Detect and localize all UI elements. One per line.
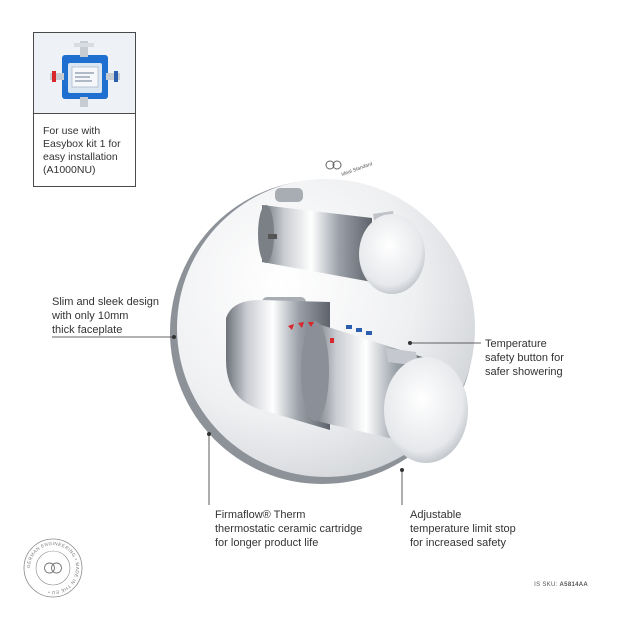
- shower-symbol-icon: [268, 234, 277, 239]
- cartridge-callout: Firmaflow® Therm thermostatic ceramic ca…: [215, 509, 363, 549]
- brand-name: Ideal Standard: [341, 161, 374, 178]
- easybox-right-pipe: [106, 73, 120, 80]
- german-engineering-badge: GERMAN ENGINEERING • MADE IN THE EU •: [23, 538, 83, 598]
- easybox-inset: For use with Easybox kit 1 for easy inst…: [33, 32, 136, 187]
- limit-stop-callout: Adjustable temperature limit stop for in…: [410, 509, 516, 549]
- easybox-top-pipe: [80, 41, 88, 57]
- diverter-lever: [275, 188, 303, 202]
- safety-button-callout: Temperature safety button for safer show…: [485, 338, 564, 378]
- thermostat-ring: [301, 321, 329, 421]
- sku-code: A5814AA: [559, 582, 588, 588]
- easybox-bottom-pipe: [80, 97, 88, 107]
- easybox-image: [34, 33, 135, 114]
- easybox-caption: For use with Easybox kit 1 for easy inst…: [43, 125, 121, 176]
- badge-logo-icon: [44, 562, 55, 574]
- sku-label: IS SKU: A5814AA: [534, 582, 588, 588]
- svg-text:GERMAN ENGINEERING • MADE IN T: GERMAN ENGINEERING • MADE IN THE EU •: [26, 541, 80, 595]
- diverter-body: [262, 205, 372, 282]
- diverter-knob: [359, 214, 425, 294]
- easybox-left-pipe: [50, 73, 64, 80]
- diverter-handle: [258, 188, 425, 294]
- brand-logo-icon: [325, 160, 335, 170]
- badge-text: GERMAN ENGINEERING • MADE IN THE EU •: [26, 541, 80, 595]
- easybox-illustration: [50, 41, 120, 107]
- brand-logo: Ideal Standard: [325, 160, 374, 178]
- faceplate-callout: Slim and sleek design with only 10mm thi…: [52, 296, 160, 336]
- temperature-marker-icon: [288, 324, 294, 330]
- callout-leaders: [52, 334, 481, 505]
- thermostat-knob: [384, 357, 468, 463]
- thermostat-handle: [226, 297, 468, 463]
